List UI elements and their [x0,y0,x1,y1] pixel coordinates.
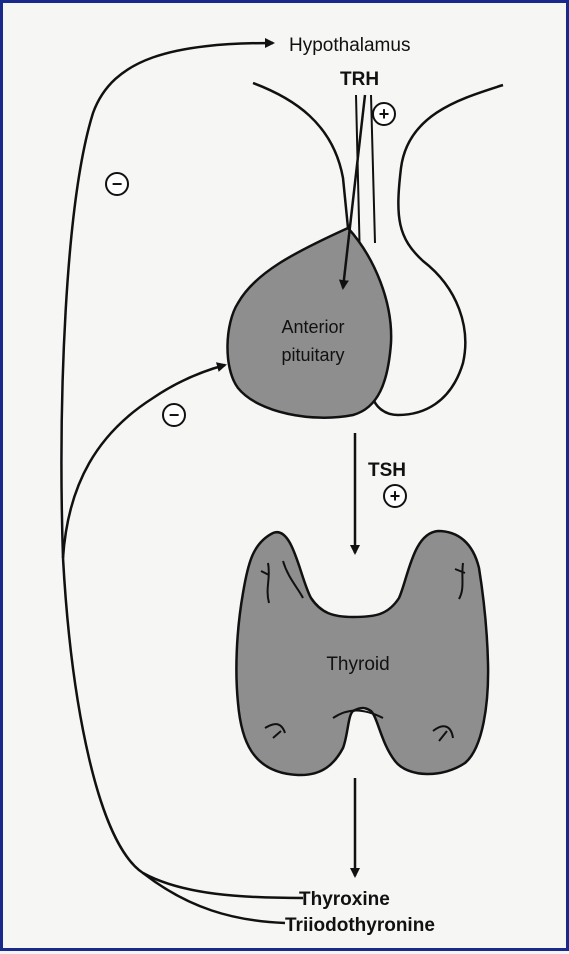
anterior-pituitary-label-line2: pituitary [281,345,344,365]
hypothalamus-label: Hypothalamus [289,35,410,56]
tsh-label: TSH [368,460,406,481]
thyroxine-label: Thyroxine [299,889,390,910]
svg-text:−: − [169,405,180,425]
thyroid-label: Thyroid [326,654,389,675]
hypothalamus-negative-sign: − [106,173,128,195]
trh-positive-sign: + [373,103,395,125]
pituitary-stalk [356,95,375,263]
hormone-feedback-diagram: + + − − Hypothalamus TRH Anterior pituit… [3,3,569,954]
pituitary-negative-sign: − [163,404,185,426]
posterior-pituitary-outline [373,85,503,415]
trh-label: TRH [340,69,379,90]
svg-text:+: + [390,486,401,506]
negative-feedback-to-pituitary-arrow [63,365,225,558]
svg-text:+: + [379,104,390,124]
triiodothyronine-label: Triiodothyronine [285,915,435,936]
anterior-pituitary-label-line1: Anterior [281,317,344,337]
svg-text:−: − [112,174,123,194]
tsh-positive-sign: + [384,485,406,507]
hypothalamus-outline [253,83,348,228]
